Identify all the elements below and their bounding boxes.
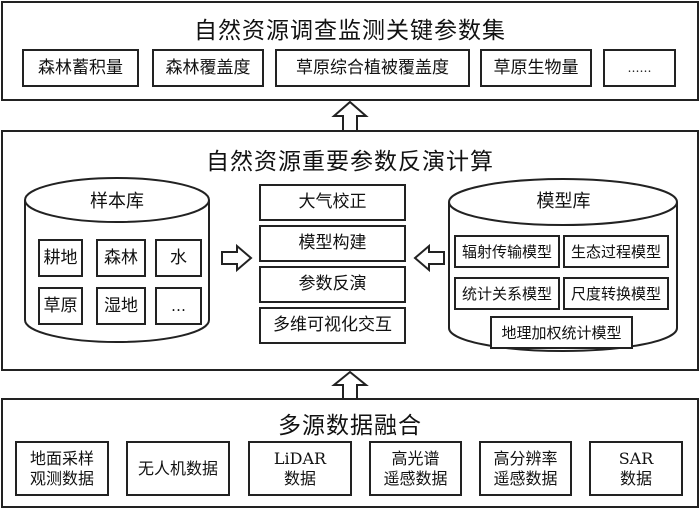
param-forest-coverage: 森林覆盖度: [152, 49, 264, 87]
model-ecological-process: 生态过程模型: [563, 235, 669, 268]
step-atmospheric-correction: 大气校正: [259, 184, 406, 221]
source-sar: SAR 数据: [589, 441, 683, 496]
sample-grassland: 草原: [38, 287, 83, 325]
sample-water: 水: [155, 239, 202, 277]
sample-forest: 森林: [96, 239, 146, 277]
param-forest-stock: 森林蓄积量: [22, 49, 139, 87]
up-arrow-icon: [331, 100, 369, 132]
sample-library-title: 样本库: [90, 191, 144, 212]
source-ground-sampling: 地面采样 观测数据: [15, 441, 109, 496]
key-parameter-set-title: 自然资源调查监测关键参数集: [194, 18, 506, 44]
left-arrow-icon: [413, 243, 445, 273]
source-line1: 高分辨率: [493, 448, 558, 468]
source-high-resolution: 高分辨率 遥感数据: [479, 441, 572, 496]
source-line2: 遥感数据: [493, 468, 558, 488]
sample-more: …: [155, 287, 202, 325]
source-line2: 数据: [619, 468, 652, 488]
key-parameter-set-panel: 自然资源调查监测关键参数集 森林蓄积量 森林覆盖度 草原综合植被覆盖度 草原生物…: [1, 1, 699, 101]
param-grassland-biomass: 草原生物量: [480, 49, 592, 87]
step-parameter-inversion: 参数反演: [259, 266, 406, 303]
multi-source-fusion-title: 多源数据融合: [278, 413, 422, 439]
source-lidar: LiDAR 数据: [248, 441, 352, 496]
source-line1: LiDAR: [273, 448, 327, 468]
source-uav: 无人机数据: [126, 441, 230, 496]
sample-wetland: 湿地: [96, 287, 146, 325]
sample-cropland: 耕地: [38, 239, 83, 277]
model-statistical-relation: 统计关系模型: [454, 277, 560, 310]
model-geo-weighted-stats: 地理加权统计模型: [490, 316, 633, 349]
source-line1: SAR: [618, 448, 654, 468]
up-arrow-icon: [331, 370, 369, 400]
source-line1: 高光谱: [391, 448, 440, 468]
parameter-inversion-title: 自然资源重要参数反演计算: [206, 149, 494, 175]
source-line1: 地面采样: [29, 448, 94, 468]
step-multidim-visualization: 多维可视化交互: [259, 307, 406, 344]
source-line1: 无人机数据: [137, 458, 218, 478]
model-scale-conversion: 尺度转换模型: [563, 277, 669, 310]
right-arrow-icon: [221, 243, 253, 273]
model-radiative-transfer: 辐射传输模型: [454, 235, 560, 268]
source-line2: 观测数据: [29, 468, 94, 488]
source-hyperspectral: 高光谱 遥感数据: [369, 441, 462, 496]
step-model-building: 模型构建: [259, 225, 406, 262]
source-line2: 数据: [283, 468, 316, 488]
source-line2: 遥感数据: [383, 468, 448, 488]
param-more: ……: [603, 49, 676, 87]
model-library-title: 模型库: [536, 191, 591, 212]
param-grassland-veg-coverage: 草原综合植被覆盖度: [275, 49, 470, 87]
